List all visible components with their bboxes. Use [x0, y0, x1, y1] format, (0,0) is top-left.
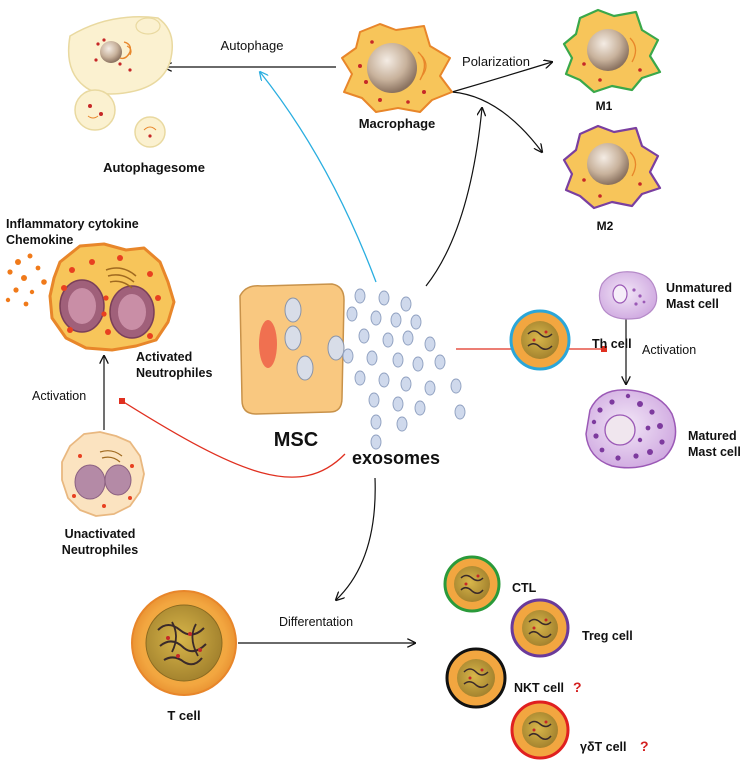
inflammatory-label-2: Chemokine	[6, 233, 73, 247]
activated-label-1: Activated	[136, 350, 192, 364]
msc-cell	[239, 283, 345, 415]
treg-cell-label: Treg cell	[582, 629, 633, 643]
nkt-cell	[445, 647, 507, 709]
unmatured-mast-cell	[598, 271, 658, 320]
m1-label: M1	[596, 99, 613, 113]
matured-mast-cell	[585, 389, 677, 469]
ctl-label: CTL	[512, 581, 537, 595]
activation-right-label: Activation	[642, 343, 696, 357]
unmatured-label-1: Unmatured	[666, 281, 732, 295]
neutrophile-inhibit-curve	[119, 398, 346, 478]
polarization-label: Polarization	[462, 54, 530, 69]
t-cell-label: T cell	[167, 708, 200, 723]
unactivated-neutrophile-cell	[61, 431, 145, 517]
unactivated-label-1: Unactivated	[65, 527, 136, 541]
macrophage-cell	[341, 23, 453, 113]
exosome-cluster	[342, 288, 466, 450]
gdt-cell-label: γδT cell	[580, 740, 627, 754]
exosome-to-autophage-arrow	[260, 72, 377, 283]
macrophage-label: Macrophage	[359, 116, 436, 131]
inflammatory-label-1: Inflammatory cytokine	[6, 217, 139, 231]
ctl-cell	[443, 555, 501, 613]
th-cell	[509, 309, 571, 371]
nkt-cell-label: NKT cell	[514, 681, 564, 695]
t-cell	[131, 590, 237, 696]
th-cell-label: Th cell	[592, 337, 632, 351]
polarization-m2-arrow	[451, 91, 542, 152]
exosome-to-tcell-arrow	[336, 477, 376, 600]
unmatured-label-2: Mast cell	[666, 297, 719, 311]
m2-cell	[562, 124, 662, 210]
activation-left-label: Activation	[32, 389, 86, 403]
gdt-cell	[510, 700, 570, 760]
gdt-question-mark: ?	[640, 738, 649, 754]
differentation-label: Differentation	[279, 615, 353, 629]
autophagesome-label: Autophagesome	[103, 160, 205, 175]
activated-label-2: Neutrophiles	[136, 366, 212, 380]
activated-neutrophile-cell	[48, 242, 176, 352]
unactivated-label-2: Neutrophiles	[62, 543, 138, 557]
polarization-m1-arrow	[451, 62, 552, 93]
msc-label: MSC	[274, 429, 318, 451]
matured-label-1: Matured	[688, 429, 737, 443]
treg-cell	[510, 598, 570, 658]
matured-label-2: Mast cell	[688, 445, 741, 459]
nkt-question-mark: ?	[573, 679, 582, 695]
cytokine-dots	[5, 253, 47, 307]
exosomes-label: exosomes	[352, 448, 440, 468]
m1-cell	[562, 8, 662, 94]
autophagesome-cell	[67, 16, 173, 148]
m2-label: M2	[597, 219, 614, 233]
exosome-to-macrophage-arrow	[425, 108, 482, 287]
autophage-label: Autophage	[221, 38, 284, 53]
